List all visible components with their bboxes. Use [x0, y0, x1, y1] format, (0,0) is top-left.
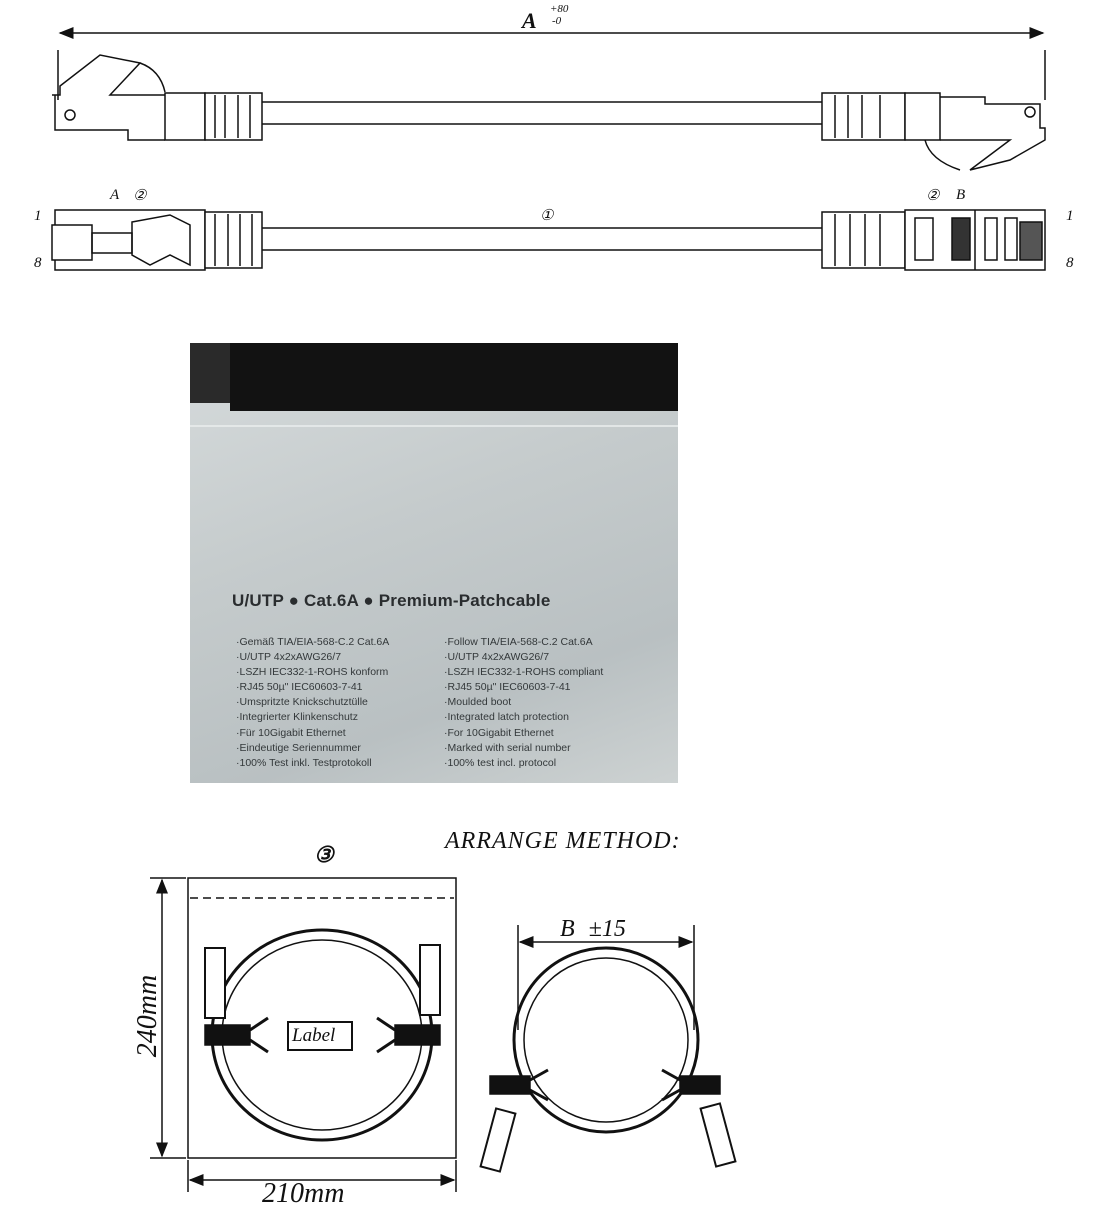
package-title: U/UTP ● Cat.6A ● Premium-Patchcable — [232, 591, 551, 610]
german-line: ·Gemäß TIA/EIA-568-C.2 Cat.6A — [236, 636, 390, 648]
pin-1-right: 1 — [1066, 208, 1074, 224]
german-line: ·Umspritzte Knickschutztülle — [236, 696, 368, 709]
english-line: ·RJ45 50µ" IEC60603-7-41 — [444, 681, 571, 694]
bag-callout: ③ — [314, 842, 334, 867]
english-line: ·100% test incl. protocol — [444, 756, 557, 769]
english-line: ·Moulded boot — [444, 696, 512, 709]
german-line: ·RJ45 50µ" IEC60603-7-41 — [236, 681, 363, 694]
arrange-title: ARRANGE METHOD: — [445, 828, 681, 854]
connector-callout-b: ② — [926, 188, 940, 204]
tolerance-plus: +80 — [550, 3, 569, 15]
length-dimension — [57, 27, 1046, 100]
connector-callout-a: ② — [133, 188, 147, 204]
bag-arrangement — [150, 877, 457, 1192]
english-line: ·LSZH IEC332-1-ROHS compliant — [444, 666, 604, 679]
cable-callout: ① — [540, 208, 554, 224]
english-line: ·Marked with serial number — [444, 741, 571, 754]
german-line: ·U/UTP 4x2xAWG26/7 — [236, 651, 342, 664]
label-tag: Label — [292, 1025, 336, 1046]
german-line: ·Integrierter Klinkenschutz — [236, 711, 358, 724]
side-view-cable — [52, 54, 1046, 171]
end-a-label: A — [110, 187, 120, 203]
german-line: ·Eindeutige Seriennummer — [236, 741, 361, 754]
package-english-list: ·Follow TIA/EIA-568-C.2 Cat.6A ·U/UTP 4x… — [444, 635, 603, 771]
english-line: ·U/UTP 4x2xAWG26/7 — [444, 651, 550, 664]
diameter-label: B ±15 — [560, 916, 626, 942]
package-header-shadow — [190, 343, 230, 403]
package-seal — [190, 425, 678, 427]
coil-arrangement — [479, 925, 737, 1173]
end-b-label: B — [956, 187, 966, 203]
length-label: A — [522, 8, 537, 33]
pin-8-right: 8 — [1066, 255, 1074, 271]
english-line: ·For 10Gigabit Ethernet — [444, 726, 554, 739]
pin-1-left: 1 — [34, 208, 42, 224]
english-line: ·Follow TIA/EIA-568-C.2 Cat.6A — [444, 636, 593, 648]
tolerance-minus: -0 — [552, 15, 562, 27]
width-label: 210mm — [262, 1178, 345, 1209]
pin-8-left: 8 — [34, 255, 42, 271]
height-label: 240mm — [132, 974, 163, 1058]
german-line: ·Für 10Gigabit Ethernet — [236, 726, 346, 739]
package-german-list: ·Gemäß TIA/EIA-568-C.2 Cat.6A ·U/UTP 4x2… — [236, 635, 389, 771]
english-line: ·Integrated latch protection — [444, 711, 569, 724]
top-view-cable — [51, 209, 1046, 271]
package-photo: U/UTP ● Cat.6A ● Premium-Patchcable ·Gem… — [190, 343, 678, 783]
package-header-card — [230, 343, 678, 411]
german-line: ·LSZH IEC332-1-ROHS konform — [236, 666, 389, 679]
german-line: ·100% Test inkl. Testprotokoll — [236, 756, 372, 769]
